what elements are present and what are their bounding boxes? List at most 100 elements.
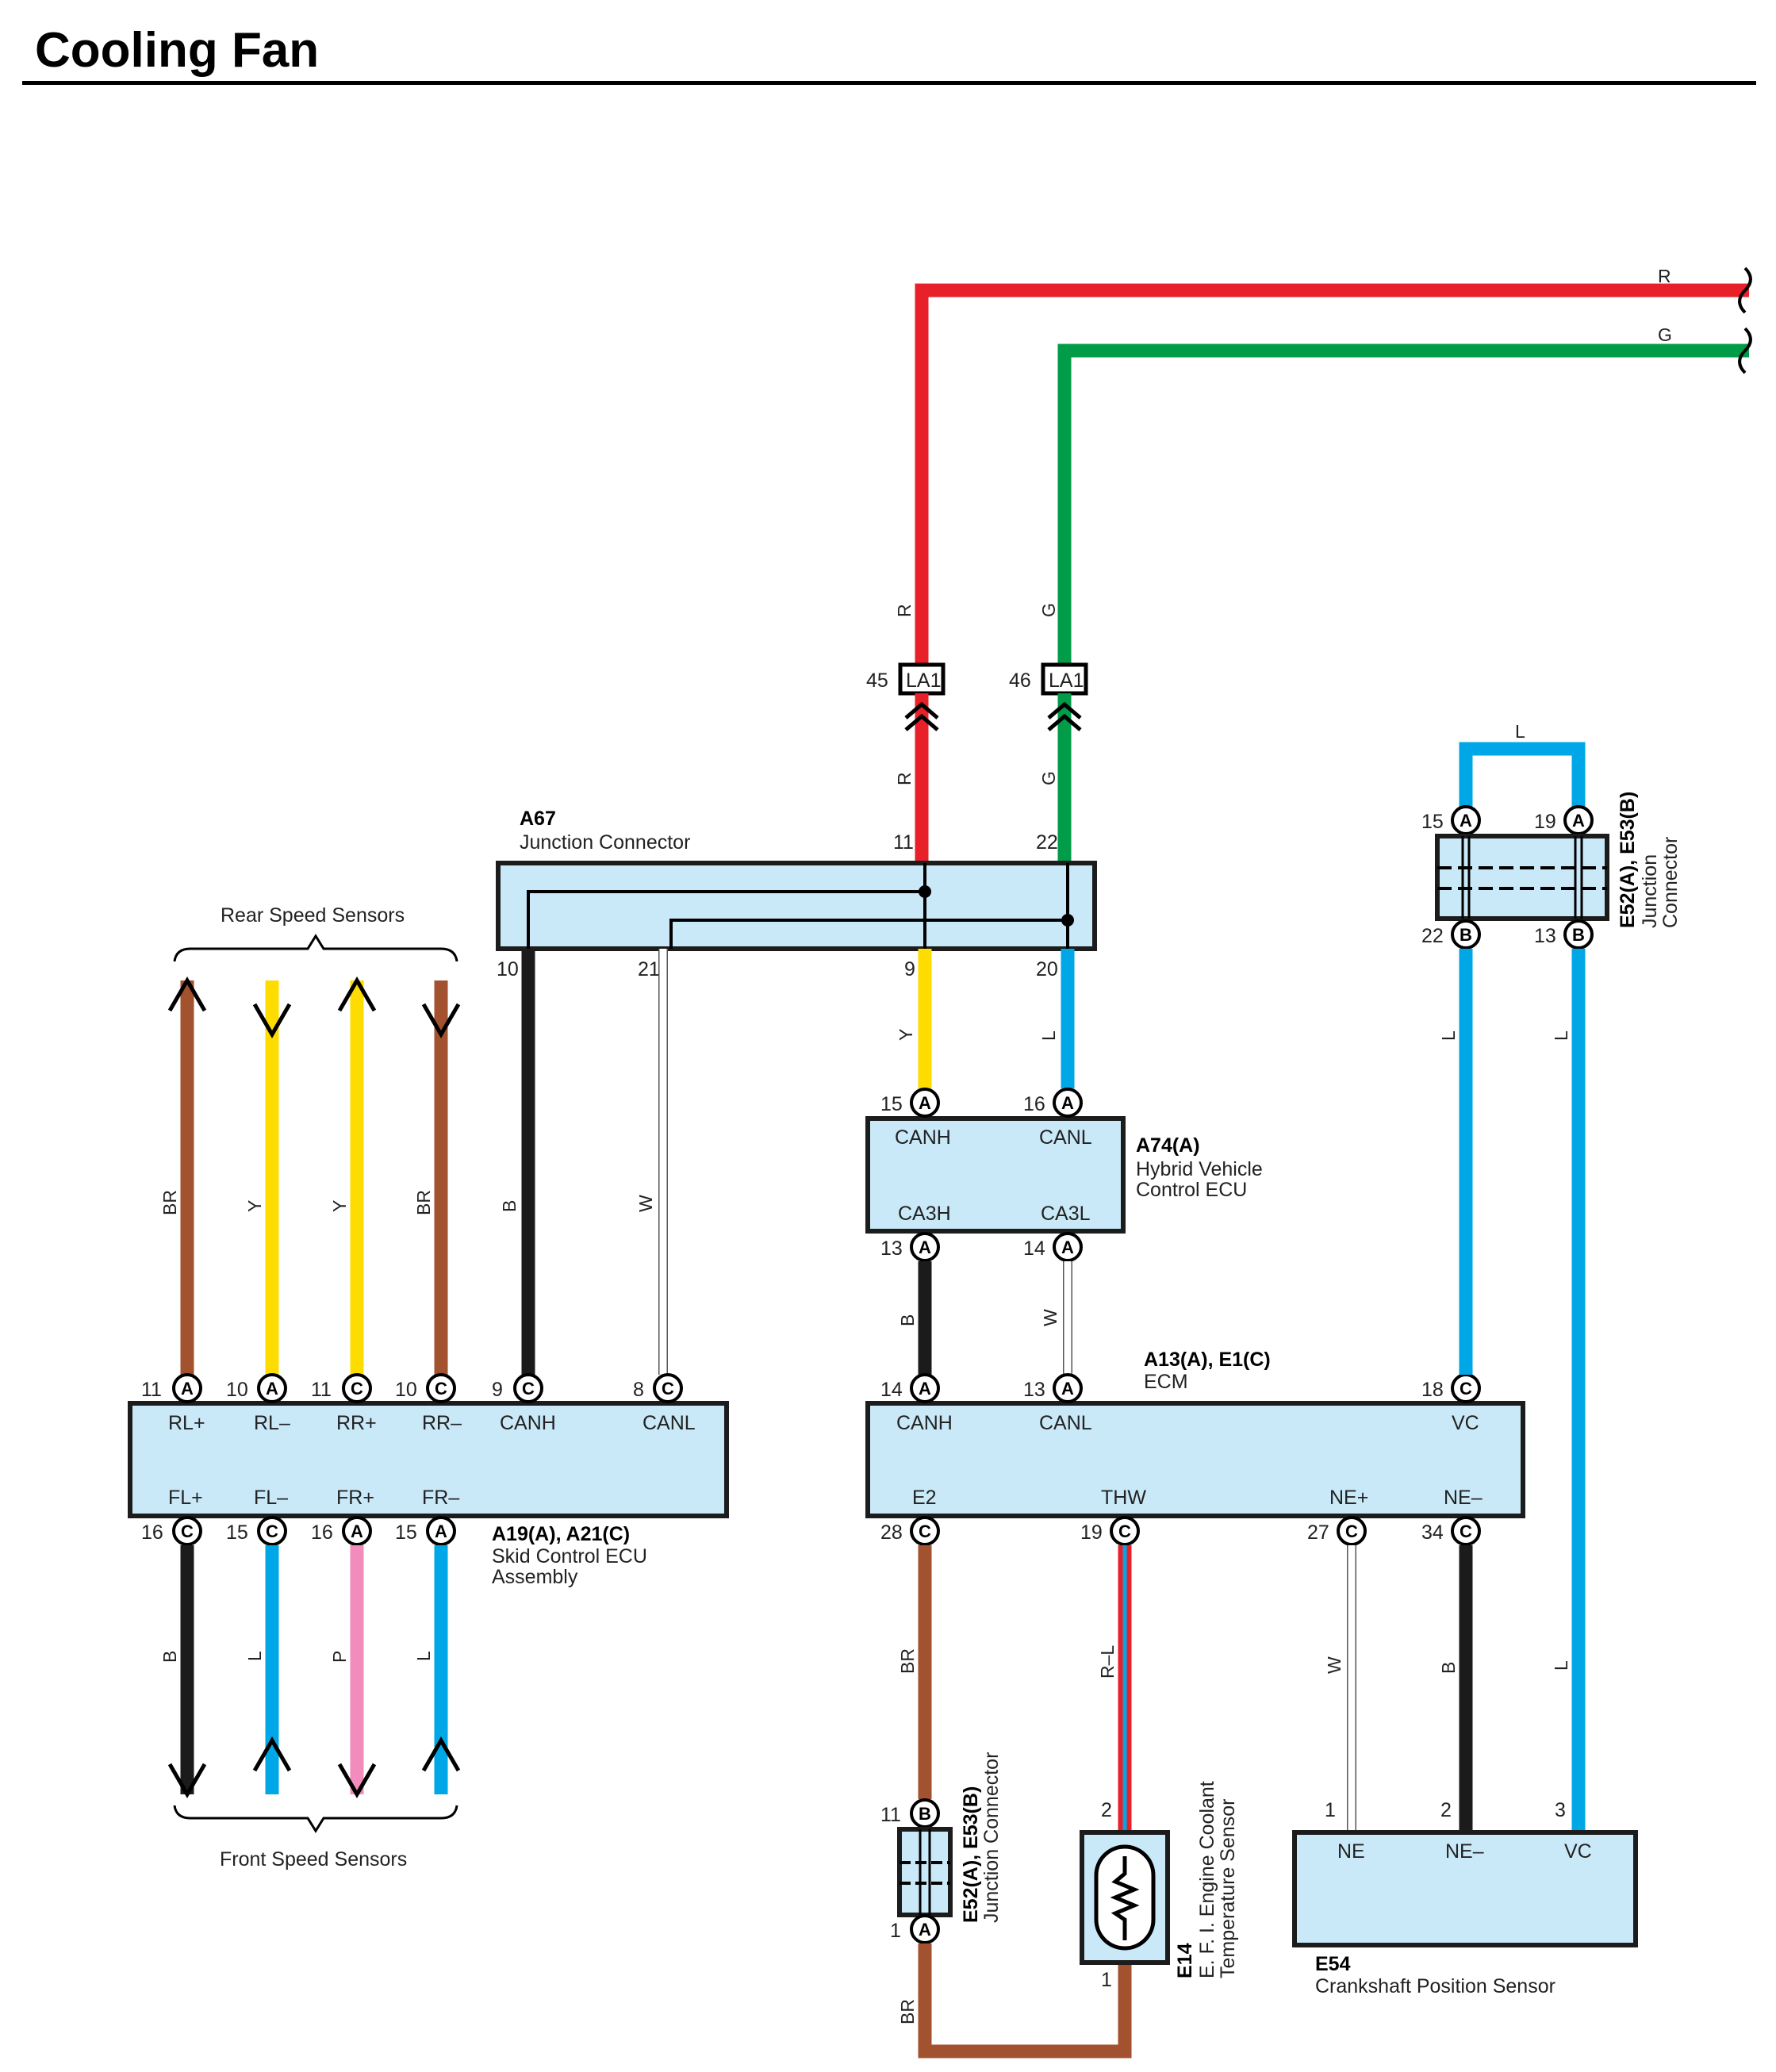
ecm-pin-14a-circle	[910, 1373, 940, 1403]
skid-pin-16a: 16	[311, 1521, 333, 1544]
rl-plus-arrow-icon	[167, 977, 207, 1012]
wire-label-br-bottom: BR	[897, 1999, 918, 2024]
wire-label-br-rr: BR	[413, 1190, 434, 1215]
e54-crankshaft-position-sensor	[1292, 1830, 1638, 1947]
page-title: Cooling Fan	[35, 23, 319, 78]
ecm-label-canl: CANL	[1039, 1412, 1092, 1434]
wire-label-top-r: R	[1658, 266, 1671, 286]
ecm-pin-34c-letter: C	[1460, 1521, 1472, 1541]
wire-label-p-fr: P	[329, 1651, 350, 1663]
skid-pin-15a: 15	[395, 1521, 417, 1544]
e14-id: E14	[1174, 1943, 1196, 1978]
jcl-id: E52(A), E53(B)	[960, 1786, 982, 1923]
skid-pin-16c-letter: C	[181, 1521, 194, 1541]
skid-id: A19(A), A21(C)	[492, 1523, 630, 1545]
ecm	[865, 1401, 1525, 1518]
a74-hybrid-vehicle-ecu	[865, 1116, 1126, 1234]
ecm-name: ECM	[1144, 1371, 1188, 1393]
wire-label-l-a74: L	[1038, 1030, 1059, 1041]
wire-label-l-fl: L	[244, 1651, 265, 1661]
ecm-pin-27c: 27	[1307, 1521, 1329, 1544]
skid-pin-10a-letter: A	[266, 1379, 278, 1399]
e14-name-line2: Temperature Sensor	[1217, 1798, 1239, 1978]
wire-label-b-a74: B	[897, 1314, 918, 1326]
a74-pin14-circle	[1053, 1232, 1083, 1262]
wire-label-w-a74: W	[1040, 1309, 1061, 1326]
la1-right-chevron	[1047, 701, 1082, 731]
a74-id: A74(A)	[1136, 1134, 1200, 1157]
a74-pin-14: 14	[1023, 1237, 1045, 1260]
skid-name-line2: Assembly	[492, 1566, 578, 1588]
a67-pin-20: 20	[1036, 958, 1058, 980]
rear-speed-sensors-label: Rear Speed Sensors	[221, 904, 405, 927]
wire-label-b-ne: B	[1438, 1662, 1459, 1674]
skid-label-fl-minus: FL–	[254, 1487, 288, 1509]
e54-pin-1: 1	[1325, 1799, 1336, 1821]
skid-pin-10c: 10	[395, 1379, 417, 1401]
a74-canh: CANH	[895, 1126, 951, 1149]
ecm-pin-27c-circle	[1337, 1516, 1367, 1546]
break-marker-g	[1738, 327, 1752, 374]
ecm-label-ne-minus: NE–	[1444, 1487, 1483, 1509]
skid-pin-8c: 8	[633, 1379, 644, 1401]
a74-pin16-circle	[1053, 1088, 1083, 1118]
wire-label-r-up: R	[894, 604, 915, 617]
jcu-pin-19: 19	[1534, 811, 1556, 833]
thermistor-icon	[1094, 1844, 1156, 1951]
ecm-id: A13(A), E1(C)	[1144, 1349, 1271, 1371]
a74-pin16-letter: A	[1061, 1093, 1074, 1113]
jcu-pin-13-circle	[1563, 919, 1594, 950]
e54-label-ne-minus: NE–	[1445, 1840, 1484, 1863]
rear-speed-sensors-brace	[173, 934, 458, 962]
wire-label-l-loop: L	[1515, 721, 1525, 742]
skid-pin-16c-circle	[172, 1516, 202, 1546]
fr-plus-arrow-icon	[337, 1763, 377, 1798]
la1-right-label: LA1	[1049, 670, 1084, 692]
skid-pin-9c-circle	[513, 1373, 543, 1403]
skid-pin-15a-circle	[426, 1516, 456, 1546]
ecm-pin-13a: 13	[1023, 1379, 1045, 1401]
wire-label-y-rr: Y	[329, 1200, 350, 1212]
a67-name: Junction Connector	[520, 831, 690, 854]
wire-label-top-g: G	[1658, 324, 1672, 345]
a67-pin-21: 21	[638, 958, 660, 980]
skid-label-fr-minus: FR–	[422, 1487, 459, 1509]
a67-junction-connector	[496, 861, 1097, 951]
jcu-pin-22-letter: B	[1460, 925, 1472, 945]
front-speed-sensors-label: Front Speed Sensors	[220, 1848, 407, 1871]
skid-label-canh: CANH	[500, 1412, 556, 1434]
front-speed-sensors-brace	[173, 1805, 458, 1833]
a67-splice-dot-2	[1061, 914, 1074, 927]
break-marker-r	[1738, 267, 1752, 314]
skid-pin-16a-letter: A	[351, 1521, 363, 1541]
a74-ca3h: CA3H	[898, 1203, 951, 1225]
jcu-name-line1: Junction	[1639, 854, 1661, 928]
ecm-pin-13a-letter: A	[1061, 1379, 1074, 1399]
e54-label-vc: VC	[1564, 1840, 1592, 1863]
ecm-label-thw: THW	[1101, 1487, 1146, 1509]
ecm-pin-19c: 19	[1080, 1521, 1103, 1544]
ecm-label-ne-plus: NE+	[1329, 1487, 1368, 1509]
jcu-pin-13-letter: B	[1572, 925, 1585, 945]
jcu-pin-13: 13	[1534, 925, 1556, 947]
skid-label-fl-plus: FL+	[168, 1487, 203, 1509]
wire-label-b-canh: B	[499, 1200, 520, 1212]
a74-pin13-letter: A	[919, 1237, 931, 1257]
ecm-pin-13a-circle	[1053, 1373, 1083, 1403]
skid-pin-16c: 16	[141, 1521, 163, 1544]
a67-pin-11: 11	[893, 831, 914, 854]
thermistor-resistor-icon	[1110, 1856, 1140, 1940]
skid-pin-10c-circle	[426, 1373, 456, 1403]
skid-pin-16a-circle	[342, 1516, 372, 1546]
skid-label-rl-plus: RL+	[168, 1412, 205, 1434]
a74-pin-15: 15	[880, 1093, 903, 1115]
e54-pin-2: 2	[1440, 1799, 1452, 1821]
skid-pin-10a: 10	[226, 1379, 248, 1401]
wire-g-top	[1057, 343, 1749, 676]
ecm-pin-14a: 14	[880, 1379, 903, 1401]
skid-label-rr-minus: RR–	[422, 1412, 462, 1434]
jcu-pin-15-letter: A	[1460, 811, 1472, 831]
title-rule	[22, 81, 1756, 85]
ecm-label-canh: CANH	[896, 1412, 953, 1434]
